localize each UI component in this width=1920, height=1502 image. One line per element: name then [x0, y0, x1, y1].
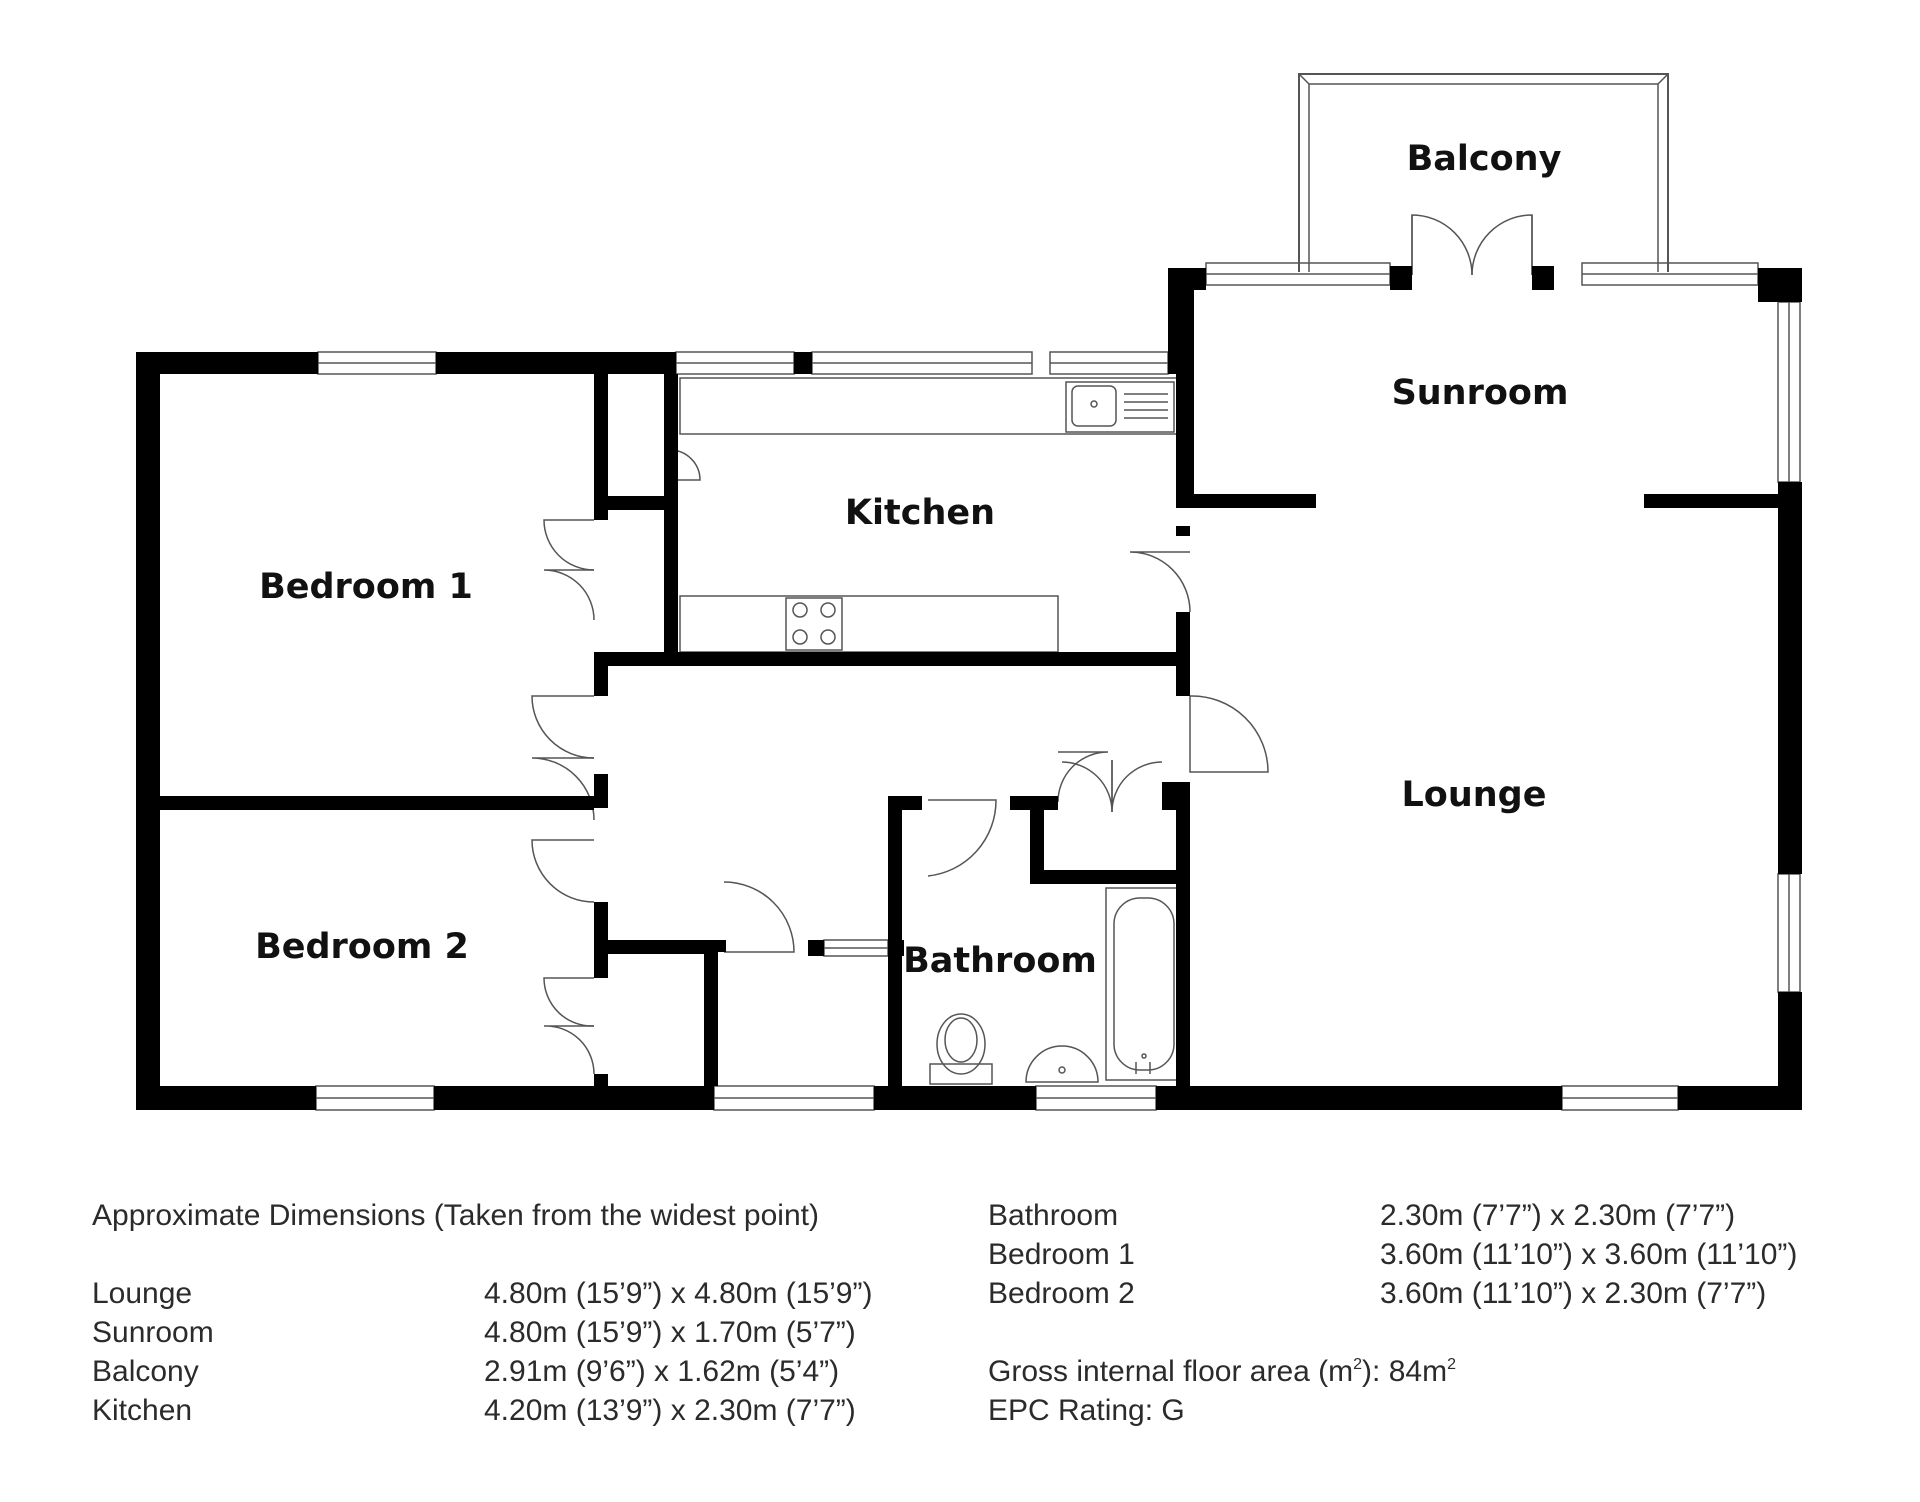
label-bedroom1: Bedroom 1 — [259, 567, 473, 607]
dim-size-balcony: 2.91m (9’6”) x 1.62m (5’4”) — [484, 1355, 840, 1388]
room-labels: Balcony Sunroom Kitchen Bedroom 1 Bedroo… — [255, 139, 1568, 981]
door-swings — [531, 214, 1533, 1075]
bathroom-fittings — [929, 887, 1183, 1085]
dimensions-panel: Approximate Dimensions (Taken from the w… — [92, 1198, 1872, 1458]
windows — [315, 262, 1801, 1111]
walls — [136, 266, 1802, 1110]
floor-plan: Balcony Sunroom Kitchen Bedroom 1 Bedroo… — [136, 73, 1802, 1111]
dim-room-balcony: Balcony — [92, 1355, 199, 1388]
dim-room-bedroom2: Bedroom 2 — [988, 1277, 1135, 1310]
label-balcony: Balcony — [1407, 139, 1562, 179]
dim-size-bathroom: 2.30m (7’7”) x 2.30m (7’7”) — [1380, 1199, 1736, 1232]
label-bedroom2: Bedroom 2 — [255, 927, 469, 967]
balcony-outline — [1298, 73, 1669, 272]
dimensions-heading: Approximate Dimensions (Taken from the w… — [92, 1199, 819, 1232]
label-sunroom: Sunroom — [1392, 373, 1569, 413]
dim-size-bedroom1: 3.60m (11’10”) x 3.60m (11’10”) — [1380, 1238, 1798, 1271]
dim-size-kitchen: 4.20m (13’9”) x 2.30m (7’7”) — [484, 1394, 856, 1427]
dim-room-bedroom1: Bedroom 1 — [988, 1238, 1135, 1271]
dim-size-lounge: 4.80m (15’9”) x 4.80m (15’9”) — [484, 1277, 873, 1310]
dim-size-sunroom: 4.80m (15’9”) x 1.70m (5’7”) — [484, 1316, 856, 1349]
dim-size-bedroom2: 3.60m (11’10”) x 2.30m (7’7”) — [1380, 1277, 1767, 1310]
gross-floor-area: Gross internal floor area (m2): 84m2 — [988, 1355, 1456, 1388]
dim-room-kitchen: Kitchen — [92, 1394, 193, 1427]
epc-rating: EPC Rating: G — [988, 1394, 1185, 1427]
dim-room-bathroom: Bathroom — [988, 1199, 1119, 1232]
label-kitchen: Kitchen — [845, 493, 995, 533]
label-bathroom: Bathroom — [903, 941, 1097, 981]
dim-room-sunroom: Sunroom — [92, 1316, 214, 1349]
label-lounge: Lounge — [1402, 775, 1547, 815]
dim-room-lounge: Lounge — [92, 1277, 193, 1310]
